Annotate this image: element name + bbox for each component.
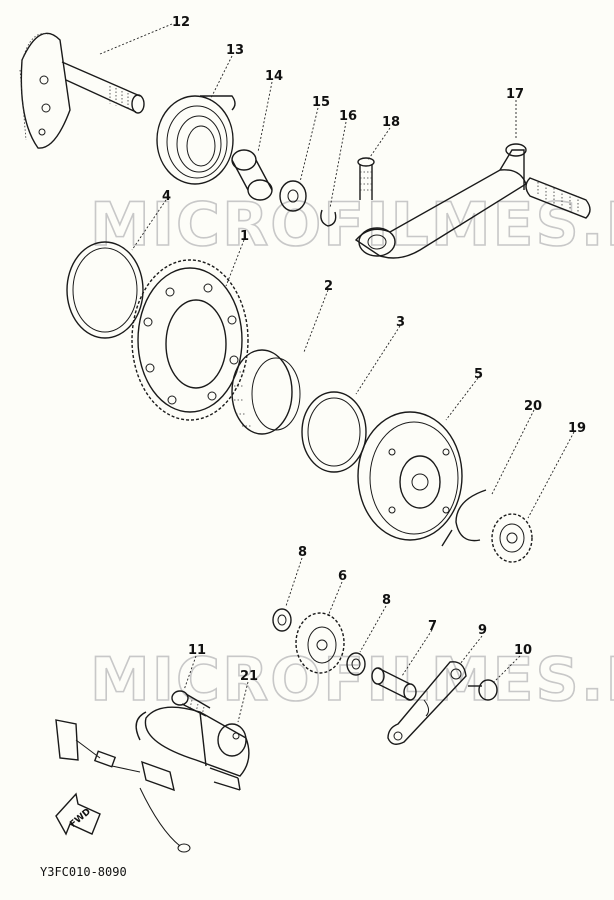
kick-crank-part (354, 143, 591, 259)
part-label-20: 20 (524, 399, 542, 414)
forward-label: FWD (68, 807, 92, 830)
bolt-part (357, 157, 375, 200)
forward-direction-arrow: FWD (55, 792, 101, 836)
ring-gear-part (131, 259, 249, 421)
part-label-16: 16 (339, 109, 357, 124)
kick-shaft-part (19, 32, 145, 149)
part-label-21: 21 (240, 669, 258, 684)
part-label-4: 4 (162, 189, 171, 204)
circlip-part (320, 209, 337, 227)
washer-b-part (346, 652, 366, 676)
part-label-11: 11 (188, 643, 206, 658)
sleeve-ring-part (301, 391, 367, 473)
watermark-upper: MICROFILMES.NET (90, 190, 614, 260)
part-label-8-upper: 8 (298, 545, 307, 560)
part-label-18: 18 (382, 115, 400, 130)
part-label-14: 14 (265, 69, 283, 84)
idler-shaft-part (371, 667, 417, 701)
part-label-12: 12 (172, 15, 190, 30)
washer-a-part (272, 608, 292, 632)
drawing-code: Y3FC010-8090 (40, 865, 127, 879)
shim-ring-part (66, 241, 144, 339)
screw-part (468, 679, 498, 701)
one-way-clutch-part (357, 411, 463, 541)
collar-part (231, 149, 273, 201)
pinion-gear-part (491, 513, 533, 563)
watermark-lower: MICROFILMES.NET (90, 645, 614, 715)
part-label-15: 15 (312, 95, 330, 110)
part-label-9: 9 (478, 623, 487, 638)
gear-plate-part (387, 661, 467, 745)
part-label-7: 7 (428, 619, 437, 634)
part-label-17: 17 (506, 87, 524, 102)
part-label-3: 3 (396, 315, 405, 330)
part-label-10: 10 (514, 643, 532, 658)
part-label-6: 6 (338, 569, 347, 584)
idler-gear-part (295, 612, 345, 674)
snap-ring-part (441, 489, 487, 547)
starter-motor-part (55, 706, 250, 853)
leader-lines (99, 23, 575, 723)
roller-bearing-part (231, 349, 301, 435)
part-label-19: 19 (568, 421, 586, 436)
kick-spring-part (156, 95, 236, 185)
part-label-13: 13 (226, 43, 244, 58)
washer-part (279, 180, 307, 212)
part-label-2: 2 (324, 279, 333, 294)
part-label-1: 1 (240, 229, 249, 244)
part-label-8-lower: 8 (382, 593, 391, 608)
part-label-5: 5 (474, 367, 483, 382)
